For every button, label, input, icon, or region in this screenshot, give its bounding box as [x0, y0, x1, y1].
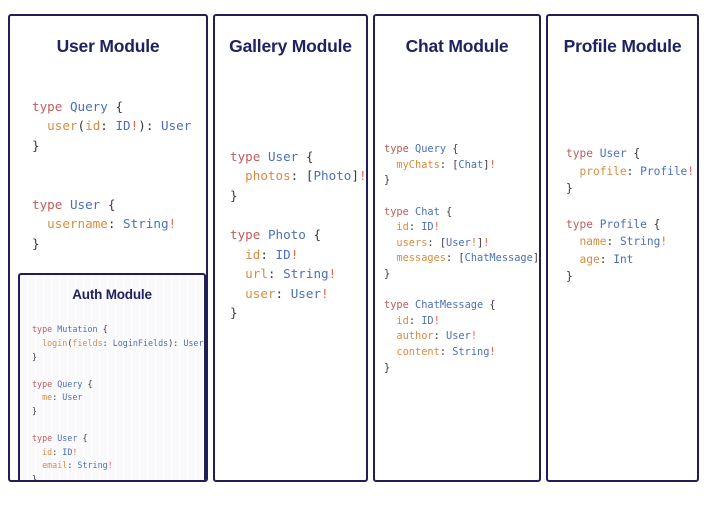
- code-block-auth-module: type Mutation { login(fields: LoginField…: [32, 324, 204, 482]
- card-chat-module[interactable]: Chat Module type Query { myChats: [Chat]…: [373, 14, 541, 482]
- code-block-profile-module: type User { profile: Profile! } type Pro…: [566, 147, 695, 284]
- card-title-profile-module: Profile Module: [563, 36, 682, 56]
- card-gallery-module[interactable]: Gallery Module type User { photos: [Phot…: [213, 14, 368, 482]
- card-title-auth-module: Auth Module: [72, 287, 152, 302]
- code-block-user-module: type Query { user(id: ID!): User } type …: [32, 98, 192, 251]
- card-title-gallery-module: Gallery Module: [229, 36, 352, 56]
- code-block-gallery-module: type User { photos: [Photo]! } type Phot…: [230, 148, 367, 321]
- card-profile-module[interactable]: Profile Module type User { profile: Prof…: [546, 14, 699, 482]
- card-title-user-module: User Module: [56, 36, 160, 56]
- card-title-chat-module: Chat Module: [405, 36, 509, 56]
- card-user-module[interactable]: User Module type Query { user(id: ID!): …: [8, 14, 208, 482]
- card-auth-module[interactable]: Auth Module type Mutation { login(fields…: [18, 273, 206, 482]
- code-block-chat-module: type Query { myChats: [Chat]! } type Cha…: [384, 143, 540, 374]
